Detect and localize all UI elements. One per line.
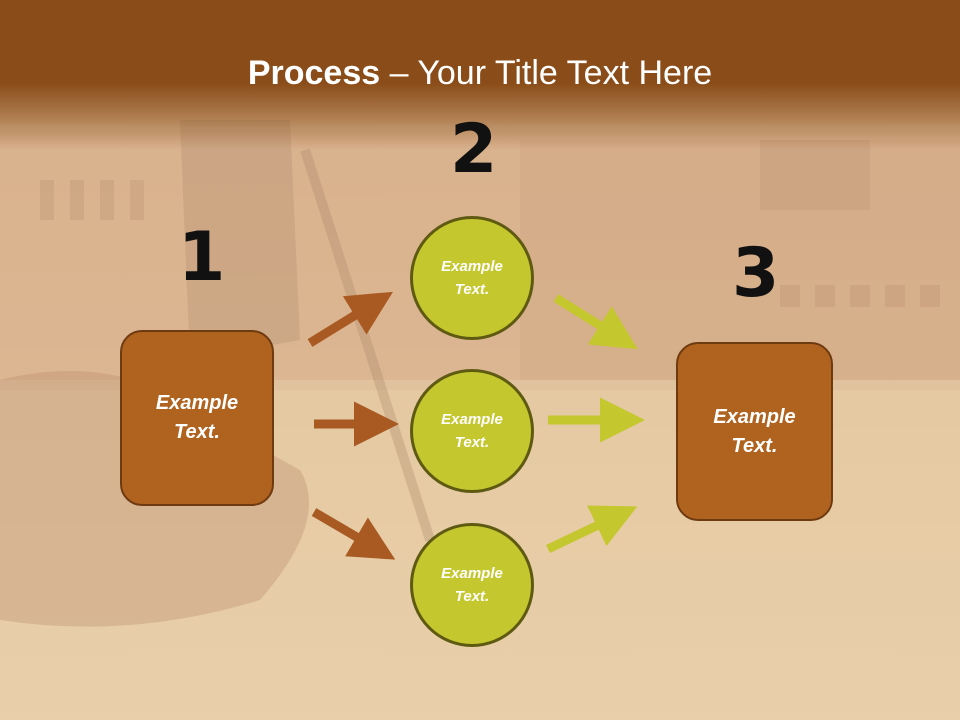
arrow-start-to-top: [307, 291, 393, 347]
end-box: Example Text.: [676, 342, 833, 521]
step-number-1: 1: [178, 218, 226, 297]
circle-bottom: Example Text.: [410, 523, 534, 647]
title-bold: Process: [247, 54, 381, 92]
start-box-label: Example Text.: [155, 392, 239, 443]
arrow-start-to-bottom: [311, 508, 396, 560]
slide-title: Process – Your Title Text Here: [0, 54, 960, 93]
circle-middle: Example Text.: [410, 369, 534, 493]
step-number-2: 2: [450, 110, 498, 189]
title-rest: – Your Title Text Here: [380, 54, 713, 92]
circle-top: Example Text.: [410, 216, 534, 340]
start-box: Example Text.: [120, 330, 274, 506]
arrow-top-to-end: [553, 294, 638, 350]
end-box-label: Example Text.: [713, 405, 796, 457]
title-bar: [0, 0, 960, 150]
step-number-3: 3: [732, 234, 780, 313]
arrow-bottom-to-end: [546, 505, 638, 554]
circle-middle-label: Example Text.: [441, 411, 503, 451]
circle-bottom-label: Example Text.: [441, 565, 503, 605]
circle-top-label: Example Text.: [441, 258, 503, 298]
